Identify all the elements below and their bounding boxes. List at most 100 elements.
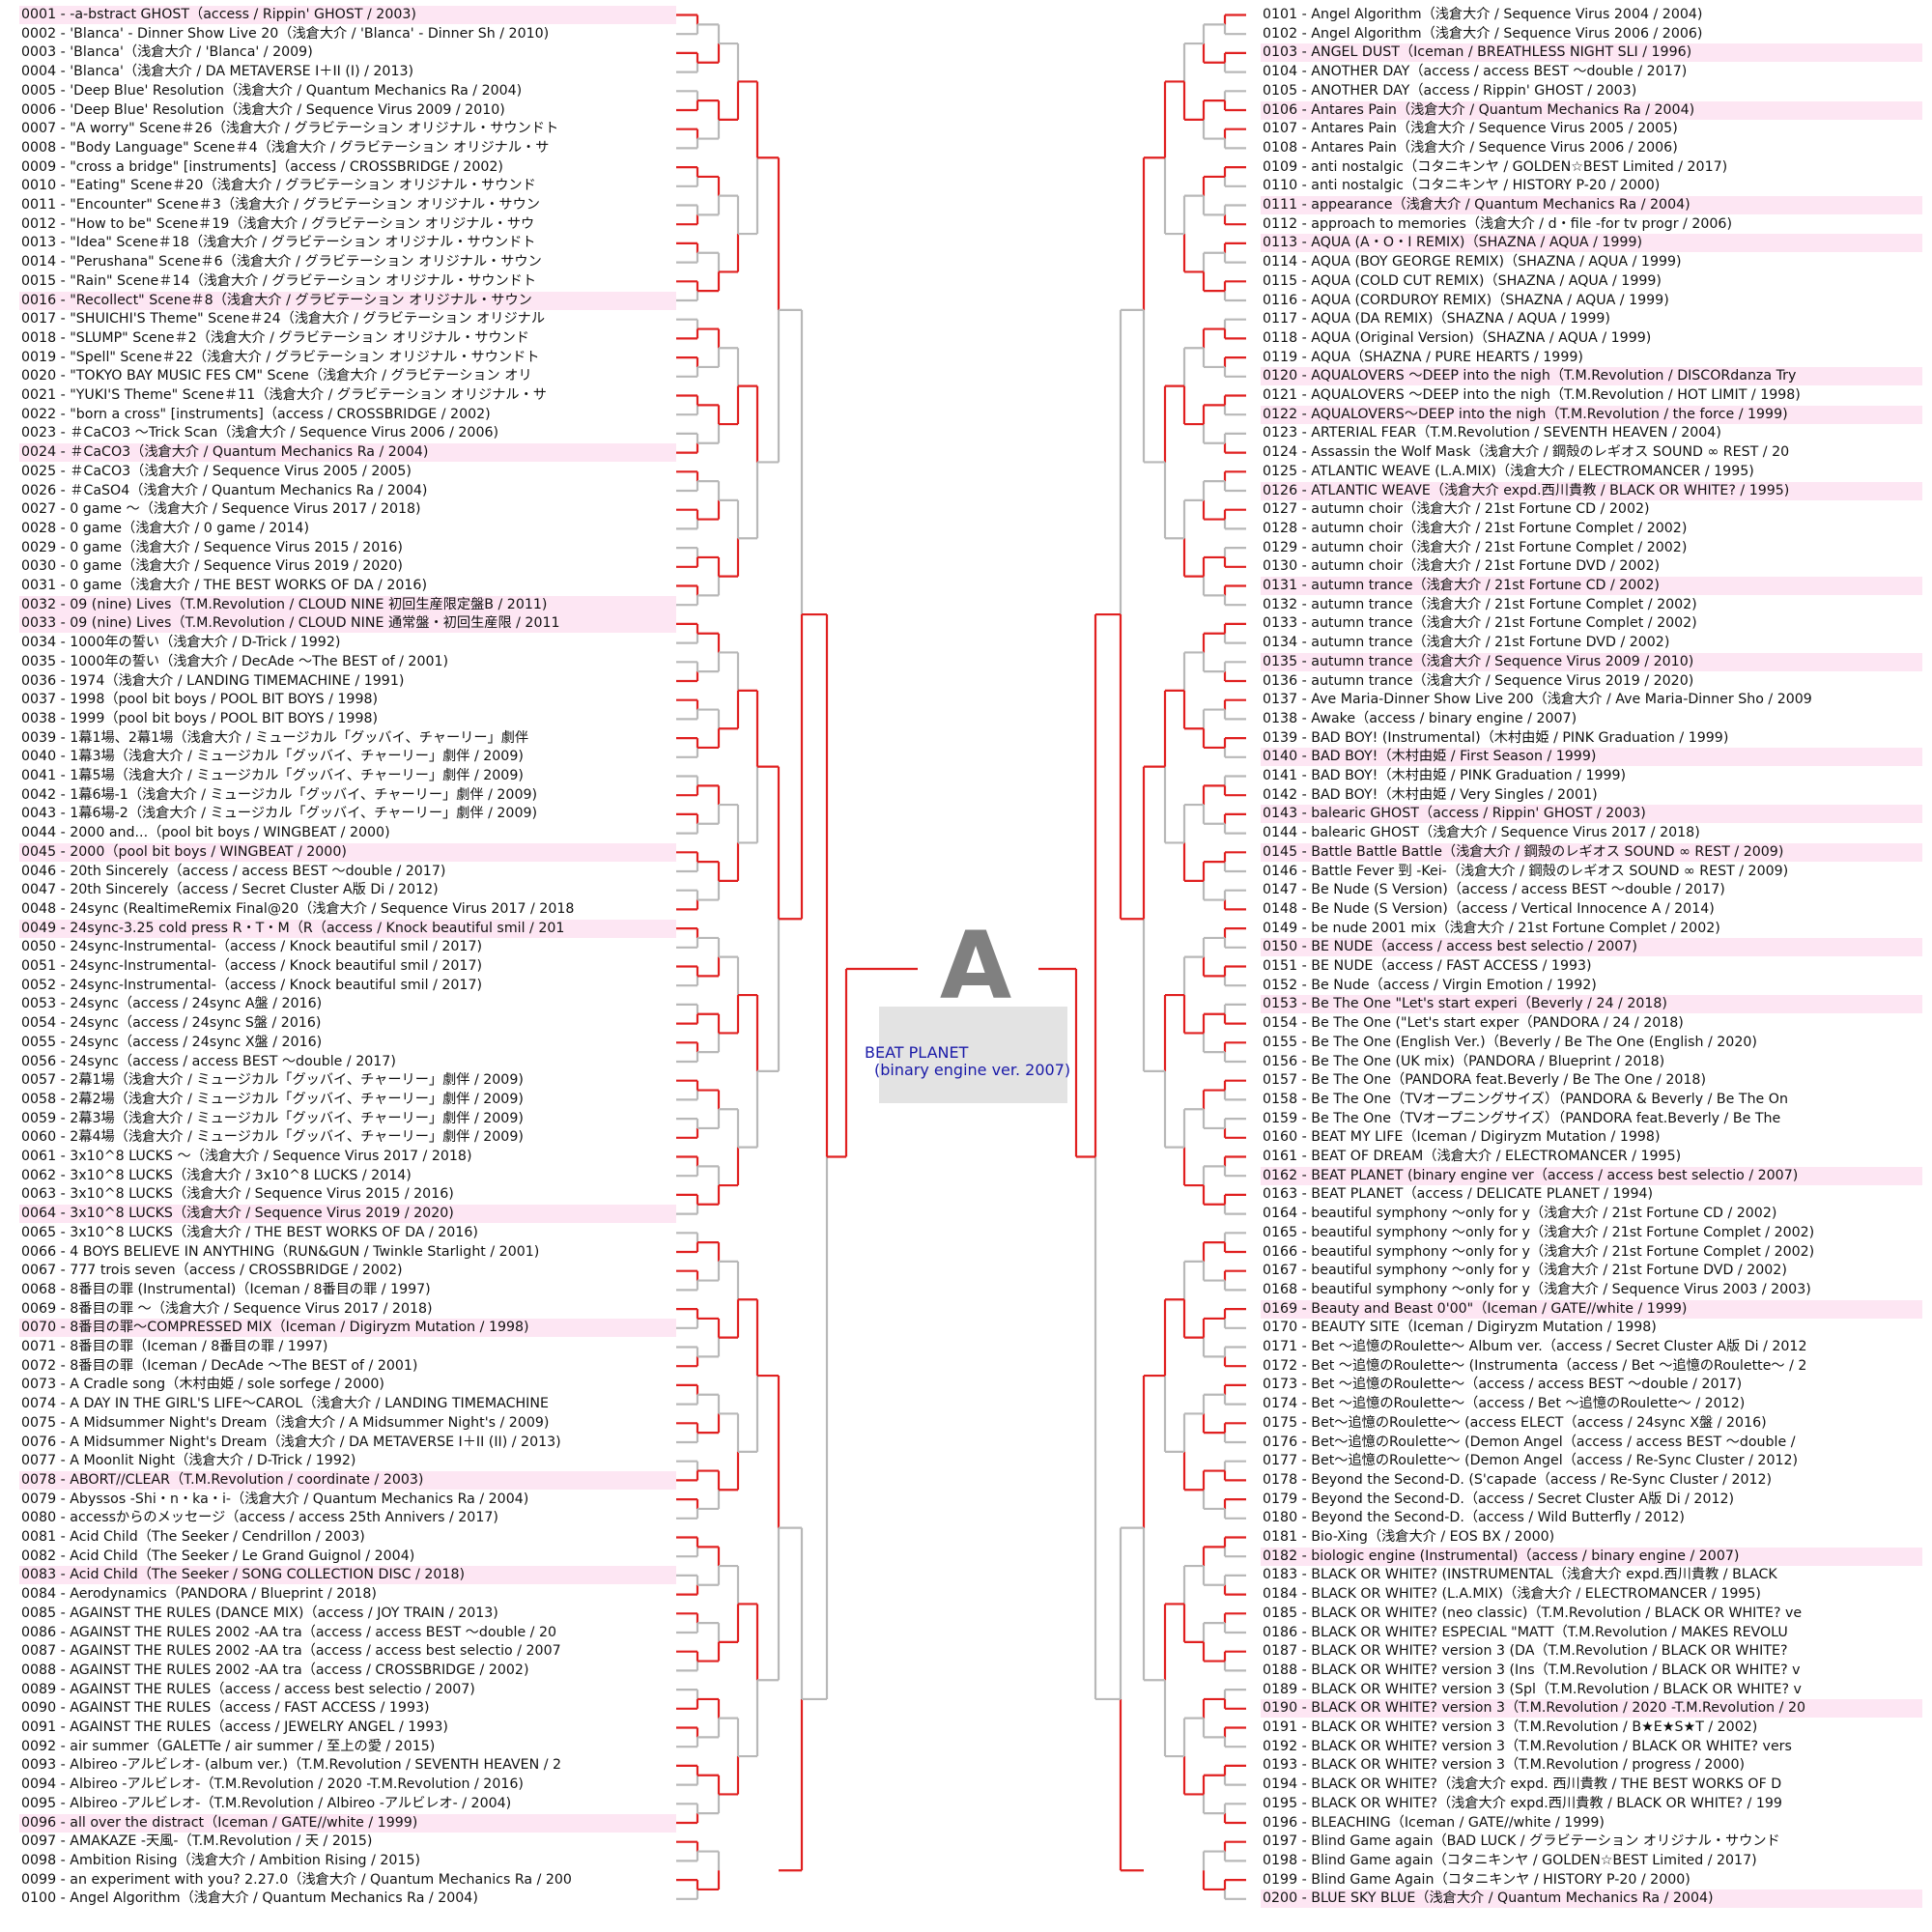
bracket-entry: 0046 - 20th Sincerely（access / access BE…: [21, 863, 446, 879]
bracket-entry: 0096 - all over the distract（Iceman / GA…: [19, 1813, 676, 1833]
bracket-entry: 0103 - ANGEL DUST（Iceman / BREATHLESS NI…: [1261, 43, 1922, 63]
bracket-entry: 0088 - AGAINST THE RULES 2002 -AA tra（ac…: [21, 1662, 529, 1678]
bracket-entry: 0071 - 8番目の罪（Iceman / 8番目の罪 / 1997): [21, 1339, 328, 1354]
bracket-entry: 0189 - BLACK OR WHITE? version 3 (Spl（T.…: [1263, 1681, 1802, 1697]
bracket-entry: 0109 - anti nostalgic（コタニキンヤ / GOLDEN☆BE…: [1263, 158, 1728, 175]
bracket-entry: 0107 - Antares Pain（浅倉大介 / Sequence Viru…: [1263, 121, 1678, 137]
bracket-entry: 0061 - 3x10^8 LUCKS 〜（浅倉大介 / Sequence Vi…: [21, 1149, 472, 1164]
bracket-entry: 0187 - BLACK OR WHITE? version 3 (DA（T.M…: [1263, 1643, 1788, 1660]
bracket-entry: 0122 - AQUALOVERS〜DEEP into the nigh（T.M…: [1261, 405, 1922, 424]
bracket-entry: 0151 - BE NUDE（access / FAST ACCESS / 19…: [1263, 958, 1592, 974]
bracket-entry: 0026 - ＃CaSO4（浅倉大介 / Quantum Mechanics R…: [21, 482, 428, 498]
bracket-entry: 0024 - ＃CaCO3（浅倉大介 / Quantum Mechanics R…: [19, 443, 676, 463]
bracket-letter: A: [939, 912, 1012, 1020]
bracket-entry: 0123 - ARTERIAL FEAR（T.M.Revolution / SE…: [1263, 425, 1721, 441]
bracket-entry: 0075 - A Midsummer Night's Dream（浅倉大介 / …: [21, 1414, 550, 1431]
bracket-entry: 0148 - Be Nude (S Version)（access / Vert…: [1263, 900, 1715, 917]
bracket-entry: 0101 - Angel Algorithm（浅倉大介 / Sequence V…: [1263, 7, 1703, 22]
bracket-entry: 0120 - AQUALOVERS 〜DEEP into the nigh（T.…: [1261, 367, 1922, 386]
bracket-entry: 0121 - AQUALOVERS 〜DEEP into the nigh（T.…: [1263, 387, 1801, 403]
bracket-entry: 0032 - 09 (nine) Lives（T.M.Revolution / …: [19, 595, 676, 614]
champion-title: BEAT PLANET: [865, 1043, 969, 1062]
bracket-entry: 0168 - beautiful symphony 〜only for y（浅倉…: [1263, 1281, 1811, 1297]
bracket-entry: 0196 - BLEACHING（Iceman / GATE//white / …: [1263, 1814, 1605, 1831]
bracket-entry: 0083 - Acid Child（The Seeker / SONG COLL…: [19, 1566, 676, 1585]
bracket-entry: 0066 - 4 BOYS BELIEVE IN ANYTHING（RUN&GU…: [21, 1243, 540, 1260]
bracket-entry: 0171 - Bet 〜追憶のRoulette〜 Album ver.（acce…: [1263, 1339, 1807, 1354]
bracket-entry: 0016 - "Recollect" Scene＃8（浅倉大介 / グラビテーシ…: [19, 291, 676, 310]
bracket-entry: 0045 - 2000（pool bit boys / WINGBEAT / 2…: [19, 842, 676, 862]
bracket-entry: 0129 - autumn choir（浅倉大介 / 21st Fortune …: [1263, 539, 1688, 555]
bracket-entry: 0010 - "Eating" Scene＃20（浅倉大介 / グラビテーション…: [21, 178, 536, 194]
bracket-entry: 0006 - 'Deep Blue' Resolution（浅倉大介 / Seq…: [21, 101, 505, 118]
bracket-entry: 0100 - Angel Algorithm（浅倉大介 / Quantum Me…: [21, 1890, 478, 1907]
bracket-entry: 0059 - 2幕3場（浅倉大介 / ミュージカル「グッバイ、チャーリー」劇伴 …: [21, 1110, 524, 1126]
bracket-entry: 0106 - Antares Pain（浅倉大介 / Quantum Mecha…: [1261, 100, 1922, 120]
bracket-entry: 0108 - Antares Pain（浅倉大介 / Sequence Viru…: [1263, 139, 1678, 156]
bracket-entry: 0020 - "TOKYO BAY MUSIC FES CM" Scene（浅倉…: [21, 368, 532, 384]
bracket-entry: 0057 - 2幕1場（浅倉大介 / ミュージカル「グッバイ、チャーリー」劇伴 …: [21, 1072, 524, 1089]
bracket-entry: 0116 - AQUA (CORDUROY REMIX)（SHAZNA / AQ…: [1263, 292, 1669, 308]
bracket-entry: 0102 - Angel Algorithm（浅倉大介 / Sequence V…: [1263, 25, 1703, 42]
bracket-entry: 0112 - approach to memories（浅倉大介 / d・fil…: [1263, 215, 1732, 232]
bracket-entry: 0072 - 8番目の罪（Iceman / DecAde 〜The BEST o…: [21, 1357, 418, 1374]
bracket-entry: 0044 - 2000 and...（pool bit boys / WINGB…: [21, 825, 390, 841]
bracket-entry: 0118 - AQUA (Original Version)（SHAZNA / …: [1263, 329, 1652, 346]
bracket-entry: 0184 - BLACK OR WHITE? (L.A.MIX)（浅倉大介 / …: [1263, 1586, 1761, 1603]
bracket-entry: 0169 - Beauty and Beast 0'00"（Iceman / G…: [1261, 1299, 1922, 1319]
bracket-entry: 0015 - "Rain" Scene＃14（浅倉大介 / グラビテーション オ…: [21, 272, 537, 289]
bracket-entry: 0170 - BEAUTY SITE（Iceman / Digiryzm Mut…: [1263, 1320, 1657, 1336]
bracket-entry: 0050 - 24sync-Instrumental-（access / Kno…: [21, 939, 483, 955]
bracket-entry: 0065 - 3x10^8 LUCKS（浅倉大介 / THE BEST WORK…: [21, 1224, 478, 1240]
champion-subtitle: (binary engine ver. 2007): [874, 1061, 1071, 1079]
bracket-entry: 0132 - autumn trance（浅倉大介 / 21st Fortune…: [1263, 596, 1697, 612]
bracket-entry: 0140 - BAD BOY!（木村由姫 / First Season / 19…: [1261, 748, 1922, 767]
bracket-entry: 0074 - A DAY IN THE GIRL'S LIFE〜CAROL（浅倉…: [21, 1396, 549, 1412]
bracket-entry: 0009 - "cross a bridge" [instruments]（ac…: [21, 158, 503, 175]
bracket-entry: 0076 - A Midsummer Night's Dream（浅倉大介 / …: [21, 1434, 561, 1450]
bracket-entry: 0146 - Battle Fever 剄 -Kei-（浅倉大介 / 鋼殻のレギ…: [1263, 863, 1789, 879]
bracket-entry: 0018 - "SLUMP" Scene＃2（浅倉大介 / グラビテーション オ…: [21, 329, 529, 346]
bracket-entry: 0172 - Bet 〜追憶のRoulette〜 (Instrumenta（ac…: [1263, 1357, 1807, 1374]
bracket-entry: 0138 - Awake（access / binary engine / 20…: [1263, 710, 1577, 726]
bracket-entry: 0193 - BLACK OR WHITE? version 3（T.M.Rev…: [1263, 1757, 1746, 1774]
bracket-entry: 0197 - Blind Game again（BAD LUCK / グラビテー…: [1263, 1833, 1780, 1850]
bracket-entry: 0035 - 1000年の誓い（浅倉大介 / DecAde 〜The BEST …: [21, 653, 449, 669]
bracket-entry: 0002 - 'Blanca' - Dinner Show Live 20（浅倉…: [21, 25, 550, 42]
bracket-entry: 0188 - BLACK OR WHITE? version 3 (Ins（T.…: [1263, 1662, 1801, 1678]
bracket-entry: 0136 - autumn trance（浅倉大介 / Sequence Vir…: [1263, 672, 1694, 689]
bracket-entry: 0198 - Blind Game again（コタニキンヤ / GOLDEN☆…: [1263, 1852, 1757, 1868]
bracket-entry: 0063 - 3x10^8 LUCKS（浅倉大介 / Sequence Viru…: [21, 1186, 454, 1203]
bracket-entry: 0117 - AQUA (DA REMIX)（SHAZNA / AQUA / 1…: [1263, 311, 1610, 327]
bracket-entry: 0062 - 3x10^8 LUCKS（浅倉大介 / 3x10^8 LUCKS …: [21, 1167, 412, 1183]
bracket-entry: 0090 - AGAINST THE RULES（access / FAST A…: [21, 1700, 430, 1717]
bracket-entry: 0139 - BAD BOY! (Instrumental)（木村由姫 / PI…: [1263, 729, 1729, 746]
bracket-entry: 0058 - 2幕2場（浅倉大介 / ミュージカル「グッバイ、チャーリー」劇伴 …: [21, 1091, 524, 1107]
bracket-entry: 0095 - Albireo -アルビレオ-（T.M.Revolution / …: [21, 1795, 512, 1811]
bracket-entry: 0158 - Be The One（TVオープニングサイズ）（PANDORA &…: [1263, 1091, 1788, 1107]
bracket-entry: 0125 - ATLANTIC WEAVE (L.A.MIX)（浅倉大介 / E…: [1263, 463, 1754, 479]
bracket-entry: 0134 - autumn trance（浅倉大介 / 21st Fortune…: [1263, 635, 1670, 651]
bracket-entry: 0154 - Be The One ("Let's start exper（PA…: [1263, 1015, 1684, 1032]
bracket-entry: 0150 - BE NUDE（access / access best sele…: [1261, 938, 1922, 957]
bracket-entry: 0030 - 0 game（浅倉大介 / Sequence Virus 2019…: [21, 558, 403, 575]
bracket-entry: 0027 - 0 game 〜（浅倉大介 / Sequence Virus 20…: [21, 501, 421, 518]
bracket-entry: 0070 - 8番目の罪〜COMPRESSED MIX（Iceman / Dig…: [19, 1319, 676, 1338]
bracket-entry: 0021 - "YUKI'S Theme" Scene＃11（浅倉大介 / グラ…: [21, 387, 547, 403]
bracket-entry: 0043 - 1幕6場-2（浅倉大介 / ミュージカル「グッバイ、チャーリー」劇…: [21, 806, 538, 822]
bracket-entry: 0192 - BLACK OR WHITE? version 3（T.M.Rev…: [1263, 1738, 1792, 1754]
bracket-entry: 0094 - Albireo -アルビレオ-（T.M.Revolution / …: [21, 1776, 524, 1793]
bracket-entry: 0181 - Bio-Xing（浅倉大介 / EOS BX / 2000): [1263, 1529, 1555, 1545]
bracket-entry: 0110 - anti nostalgic（コタニキンヤ / HISTORY P…: [1263, 178, 1661, 194]
bracket-entry: 0034 - 1000年の誓い（浅倉大介 / D-Trick / 1992): [21, 635, 341, 651]
bracket-entry: 0098 - Ambition Rising（浅倉大介 / Ambition R…: [21, 1852, 421, 1868]
bracket-entry: 0159 - Be The One（TVオープニングサイズ）（PANDORA f…: [1263, 1110, 1781, 1126]
bracket-entry: 0069 - 8番目の罪 〜（浅倉大介 / Sequence Virus 201…: [21, 1300, 433, 1317]
bracket-entry: 0190 - BLACK OR WHITE? version 3（T.M.Rev…: [1261, 1699, 1922, 1719]
bracket-entry: 0029 - 0 game（浅倉大介 / Sequence Virus 2015…: [21, 539, 403, 555]
bracket-entry: 0086 - AGAINST THE RULES 2002 -AA tra（ac…: [21, 1624, 557, 1640]
bracket-entry: 0145 - Battle Battle Battle（浅倉大介 / 鋼殻のレギ…: [1261, 842, 1922, 862]
bracket-entry: 0176 - Bet〜追憶のRoulette〜 (Demon Angel（acc…: [1263, 1434, 1796, 1450]
bracket-entry: 0005 - 'Deep Blue' Resolution（浅倉大介 / Qua…: [21, 82, 523, 99]
bracket-entry: 0160 - BEAT MY LIFE（Iceman / Digiryzm Mu…: [1263, 1129, 1661, 1146]
